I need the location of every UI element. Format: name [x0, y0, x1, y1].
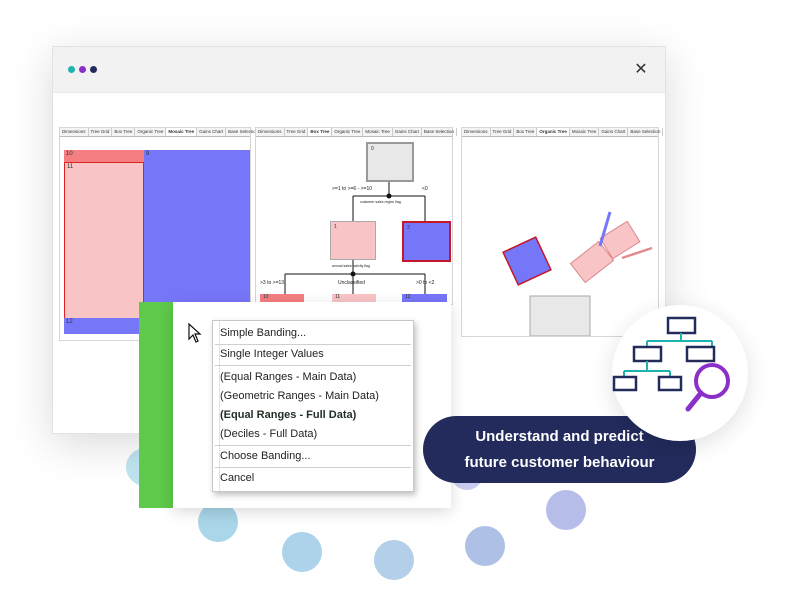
- node-label: 2: [407, 225, 410, 231]
- organic-tree-shapes: [502, 211, 653, 336]
- mosaic-cell-9[interactable]: 9: [144, 150, 250, 318]
- box-tree-panel: Dimensions Tree Grid Box Tree Organic Tr…: [255, 127, 457, 305]
- tree-node-root[interactable]: 0: [366, 142, 414, 182]
- tree-node-2[interactable]: 2: [402, 221, 451, 262]
- decor-dot: [198, 502, 238, 542]
- accent-bar: [139, 302, 173, 508]
- decor-dot: [465, 526, 505, 566]
- node-label: 10: [263, 294, 269, 300]
- tab-organic-tree[interactable]: Organic Tree: [135, 128, 167, 136]
- tab-gains-chart[interactable]: Gains Chart: [393, 128, 422, 136]
- decision-tree-magnifier-icon: [612, 316, 730, 412]
- menu-item-deciles-full[interactable]: (Deciles - Full Data): [220, 428, 318, 440]
- tagline-line-1: Understand and predict: [475, 428, 644, 445]
- tab-box-tree[interactable]: Box Tree: [308, 128, 333, 136]
- box-tree-connectors: [284, 178, 426, 294]
- decor-dot: [546, 490, 586, 530]
- organic-branch-pink-small: [599, 220, 641, 260]
- cell-label: 12: [66, 319, 73, 325]
- cell-label: 11: [67, 164, 74, 170]
- tab-base-selection[interactable]: Base Selection: [628, 128, 664, 136]
- tab-row: Dimensions Tree Grid Box Tree Organic Tr…: [462, 128, 664, 137]
- organic-trunk: [529, 295, 591, 336]
- tab-box-tree[interactable]: Box Tree: [514, 128, 538, 136]
- cell-label: 10: [66, 151, 73, 157]
- icon-badge: [612, 305, 748, 441]
- tab-row: Dimensions Tree Grid Box Tree Organic Tr…: [60, 128, 262, 137]
- tab-gains-chart[interactable]: Gains Chart: [197, 128, 227, 136]
- tab-organic-tree[interactable]: Organic Tree: [332, 128, 364, 136]
- tagline-line-2: future customer behaviour: [464, 454, 655, 471]
- tree-node-1[interactable]: 1: [330, 221, 376, 260]
- branch-label: >3 to >=13: [260, 280, 285, 286]
- node-label: 0: [371, 146, 374, 152]
- window-dot-teal: [68, 66, 75, 73]
- organic-branch-blue: [502, 236, 552, 286]
- tab-row: Dimensions Tree Grid Box Tree Organic Tr…: [256, 128, 457, 137]
- tree-leaf-10[interactable]: 10: [260, 294, 304, 302]
- mosaic-cell-10[interactable]: 10: [64, 150, 144, 162]
- menu-item-equal-ranges-main[interactable]: (Equal Ranges - Main Data): [220, 371, 357, 383]
- branch-label-left: >=1 to >=6 - >=10: [332, 186, 373, 192]
- menu-separator: [215, 467, 411, 468]
- tab-mosaic-tree[interactable]: Mosaic Tree: [166, 128, 198, 136]
- tab-organic-tree[interactable]: Organic Tree: [537, 128, 570, 136]
- mosaic-cell-11[interactable]: 11: [64, 162, 144, 320]
- decor-dot: [374, 540, 414, 580]
- title-bar: ✕: [53, 47, 665, 93]
- tab-mosaic-tree[interactable]: Mosaic Tree: [363, 128, 393, 136]
- menu-item-cancel[interactable]: Cancel: [220, 472, 255, 484]
- tab-gains-chart[interactable]: Gains Chart: [599, 128, 629, 136]
- tab-box-tree[interactable]: Box Tree: [112, 128, 136, 136]
- organic-twig-blue: [598, 211, 612, 247]
- split-label: customer sales region flag: [360, 200, 401, 204]
- branch-label: >0 to <2: [416, 280, 435, 286]
- branch-label-right: <0: [422, 186, 428, 192]
- menu-item-single-integer-values[interactable]: Single Integer Values: [220, 348, 324, 360]
- tree-leaf-11[interactable]: 11: [332, 294, 376, 302]
- tab-tree-grid[interactable]: Tree Grid: [285, 128, 309, 136]
- organic-tree-panel: Dimensions Tree Grid Box Tree Organic Tr…: [461, 127, 664, 337]
- tab-tree-grid[interactable]: Tree Grid: [491, 128, 515, 136]
- tab-dimensions[interactable]: Dimensions: [462, 128, 491, 136]
- banding-context-menu: Simple Banding... Single Integer Values …: [212, 320, 414, 492]
- menu-separator: [215, 445, 411, 446]
- cell-label: 9: [146, 151, 150, 157]
- menu-separator: [215, 344, 411, 345]
- tab-mosaic-tree[interactable]: Mosaic Tree: [570, 128, 600, 136]
- menu-item-equal-ranges-full[interactable]: (Equal Ranges - Full Data): [220, 409, 357, 421]
- node-label: 11: [335, 294, 341, 300]
- branch-label: Unclassified: [338, 280, 365, 286]
- menu-gutter: [213, 321, 220, 491]
- mouse-pointer-icon: [188, 323, 202, 343]
- menu-item-simple-banding[interactable]: Simple Banding...: [220, 327, 307, 339]
- node-label: 12: [405, 294, 411, 300]
- window-dot-purple: [79, 66, 86, 73]
- node-label: 1: [334, 224, 337, 230]
- menu-item-geometric-ranges-main[interactable]: (Geometric Ranges - Main Data): [220, 390, 379, 402]
- organic-twig-pink: [621, 246, 653, 260]
- tab-dimensions[interactable]: Dimensions: [60, 128, 89, 136]
- tab-dimensions[interactable]: Dimensions: [256, 128, 285, 136]
- split-label: annual sales activity flag: [332, 264, 370, 268]
- menu-separator: [215, 365, 411, 366]
- organic-branch-pink: [569, 240, 615, 284]
- tree-leaf-12[interactable]: 12: [402, 294, 447, 302]
- tab-tree-grid[interactable]: Tree Grid: [89, 128, 113, 136]
- close-icon[interactable]: ✕: [634, 59, 648, 78]
- decor-dot: [282, 532, 322, 572]
- menu-item-choose-banding[interactable]: Choose Banding...: [220, 450, 311, 462]
- tab-base-selection[interactable]: Base Selection: [422, 128, 457, 136]
- window-dot-navy: [90, 66, 97, 73]
